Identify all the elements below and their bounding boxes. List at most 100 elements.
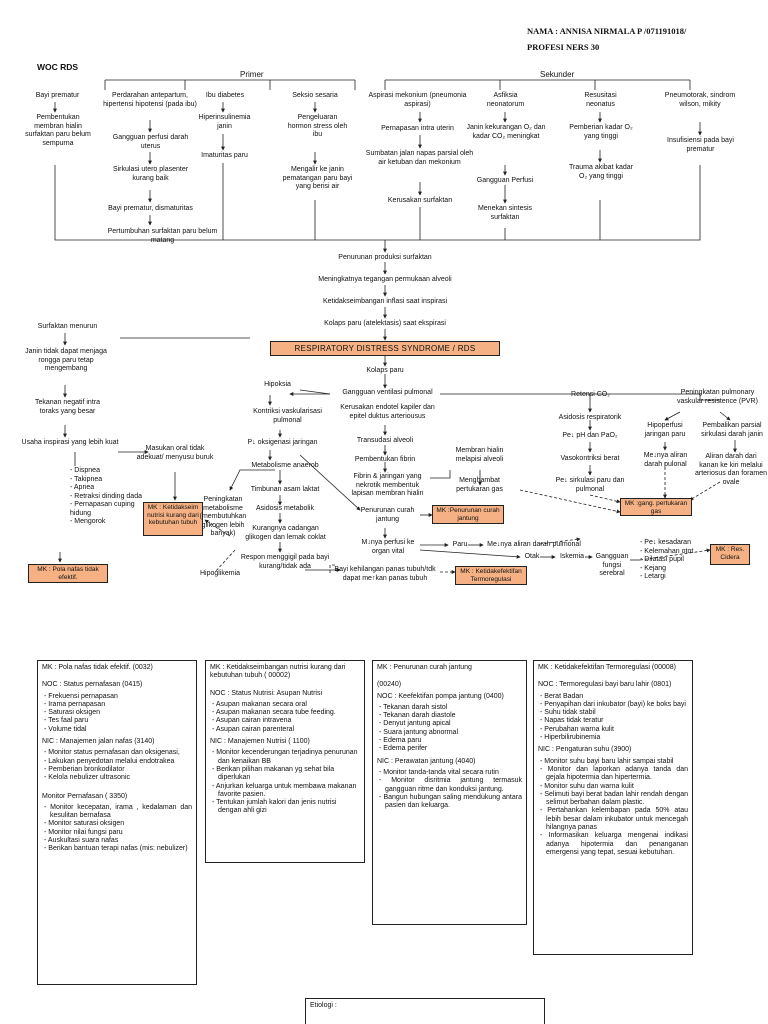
noc-item: Perubahan warna kulit [544, 726, 688, 734]
node-p-oksigenasi: P↓ oksigenasi jaringan [247, 439, 318, 446]
node-gangguan-perfusi-uterus: Gangguan perfusi darah uterus [112, 134, 189, 150]
symptom-item: - Retraksi dinding dada [70, 492, 142, 500]
noc-item: Irama pernapasan [48, 701, 192, 709]
node-aliran-pulmonal: Me↓nya aliran darah pulmonal [487, 541, 581, 548]
care-plan-pola-nafas: MK : Pola nafas tidak efektif. (0032) NO… [37, 660, 197, 985]
profession-line: PROFESI NERS 30 [527, 42, 600, 52]
nic-heading: NIC : Pengaturan suhu (3900) [538, 746, 632, 754]
nic-item: Anjurkan keluarga untuk membawa makanan … [216, 783, 360, 800]
node-retensi: Retensi CO₂ [571, 391, 610, 398]
node-ketidakseimbangan-inflasi: Ketidakseimbangan inflasi saat inspirasi [322, 298, 448, 305]
node-fibrin-jaringan: Fibrin & jaringan yang nekrotik membentu… [351, 473, 424, 497]
symptom-item: - Pernapasan cuping hidung [70, 501, 135, 517]
node-transudasi: Transudasi alveoli [356, 437, 414, 444]
nic-item: Selimuti bayi berat badan lahir rendah d… [544, 791, 688, 808]
nic-item: Informasikan keluarga mengenai indikasi … [546, 832, 688, 857]
node-hipoperfusi: Hipoperfusi jaringan paru [644, 422, 686, 438]
noc-item: Tes faal paru [48, 717, 192, 725]
nic-item: Monitor kecenderungan terjadinya penurun… [216, 749, 360, 766]
noc-item: Denyut jantung apical [383, 720, 522, 728]
node-penurunan-produksi: Penurunan produksi surfaktan [338, 254, 432, 261]
node-aspirasi: Aspirasi mekonium (pneumonia aspirasi) [368, 92, 467, 108]
mk-termoregulasi: MK : Ketidakefektifan Termoregulasi [455, 566, 527, 585]
node-imaturitas: Imaturitas paru [201, 152, 248, 159]
nic-heading: NIC : Manajemen jalan nafas (3140) [42, 738, 155, 746]
mk-curah-jantung: MK :Penurunan curah jantung [432, 505, 504, 524]
node-mengalir-janin: Mengalir ke janin pematangan paru bayi y… [282, 166, 353, 190]
primary-label: Primer [240, 70, 264, 79]
mk-pola-nafas: MK : Pola nafas tidak efektif. [28, 564, 108, 583]
student-name: NAMA : ANNISA NIRMALA P /071191018/ [527, 26, 687, 36]
node-pneumotorak: Pneumotorak, sindrom wilson, mikity [664, 92, 736, 108]
node-perfusi-organ: M↓nya perfusi ke organ vital [361, 539, 415, 555]
node-janin-tidak-dapat: Janin tidak dapat menjaga rongga paru te… [25, 348, 107, 372]
node-respon-menggigil: Respon menggigil pada bayi kurang/tidak … [240, 554, 330, 570]
nic-heading: NIC : Manajemen Nutrisi ( 1100) [210, 738, 310, 746]
node-kurangnya-cadangan: Kurangnya cadangan glikogen dan lemak co… [245, 525, 326, 541]
nic-item: Monitor status pernafasan dan oksigenasi… [48, 749, 192, 757]
nic-item: Bangun hubungan saling mendukung antara … [383, 794, 522, 811]
mk-res-cidera: MK : Res. Cidera [710, 544, 750, 565]
nic-item: Monitor suhu bayi baru lahir sampai stab… [544, 758, 688, 766]
symptom-list: - Dispnea - Takipnea - Apnea - Retraksi … [70, 467, 155, 527]
nic-item: Kelola nebulizer ultrasonic [48, 774, 192, 782]
care-plan-nutrisi: MK : Ketidakseimbangan nutrisi kurang da… [205, 660, 365, 863]
node-pembentukan-fibrin: Pembentukan fibrin [354, 456, 416, 463]
noc-item: Tekanan darah sistol [383, 704, 522, 712]
box-code: (00240) [377, 681, 402, 689]
nic-item: Monitor dan laporkan adanya tanda dan ge… [546, 766, 688, 783]
node-usaha-inspirasi: Usaha inspirasi yang lebih kuat [21, 439, 119, 446]
noc-heading: NOC : Termoregulasi bayi baru lahir (080… [538, 681, 672, 689]
node-metabolisme-anaerob: Metabolisme anaerob [251, 462, 319, 469]
node-membran-melapisi: Membran hialin melapisi alveoli [455, 447, 504, 463]
noc-item: Suhu tidak stabil [544, 709, 688, 717]
node-kolaps-paru: Kolaps paru [366, 367, 404, 374]
noc-item: Saturasi oksigen [48, 709, 192, 717]
care-plan-termoregulasi: MK : Ketidakefektifan Termoregulasi (000… [533, 660, 693, 955]
node-gangguan-ventilasi: Gangguan ventilasi pulmonal [342, 389, 433, 396]
noc-item: Asupan cairan parenteral [216, 726, 360, 734]
noc-item: Suara jantung abnormal [383, 729, 522, 737]
nic-item: Monitor disritmia jantung termasuk gangg… [385, 777, 522, 794]
symptom-item: - Apnea [70, 484, 95, 491]
symptom-item: - Takipnea [70, 475, 103, 483]
care-plan-curah-jantung: MK : Penurunan curah jantung (00240) NOC… [372, 660, 527, 925]
box-title: MK : Penurunan curah jantung [377, 664, 472, 671]
node-ibu-diabetes: Ibu diabetes [205, 92, 245, 99]
rds-banner: RESPIRATORY DISTRESS SYNDROME / RDS [270, 341, 500, 356]
neuro-symptom-item: - Pe↓ kesadaran [640, 539, 691, 546]
nic-heading-2: Monitor Pernafasan ( 3350) [42, 792, 128, 800]
nic-item: Monitor nilai fungsi paru [48, 829, 192, 837]
node-aliran-pulonal: Me↓nya aliran darah pulonal [643, 452, 688, 468]
node-aliran-kanan-kiri: Aliran darah dari kanan ke kiri melalui … [695, 453, 767, 486]
mk-pertukaran-gas: MK :gang. pertukaran gas [620, 498, 692, 516]
node-insufisiensi: Insufisiensi pada bayi prematur [667, 137, 734, 153]
node-hipoksia: Hipoksia [264, 381, 291, 388]
node-bayi-dismaturitas: Bayi prematur, dismaturitas [108, 205, 193, 212]
node-menghambat: Menghambat pertukaran gas [456, 477, 503, 493]
noc-heading: NOC : Status Nutrisi: Asupan Nutrisi [210, 689, 323, 697]
node-timbunan: Timbunan asam laktat [250, 486, 320, 493]
noc-item: Frekuensi pernapasan [48, 693, 192, 701]
neuro-symptom-item: - Dilatasi pupil [640, 556, 684, 563]
node-sirkulasi-paru: Pe↓ sirkulasi paru dan pulmonal [555, 477, 625, 493]
node-hiperinsulinemia: Hiperinsulinemia janin [198, 114, 251, 130]
noc-item: Asupan makanan secara oral [216, 701, 360, 709]
nic-heading: NIC : Perawatan jantung (4040) [377, 757, 476, 765]
node-paru: Paru [452, 541, 468, 548]
neuro-symptom-item: - Letargi [640, 573, 666, 580]
box-title: MK : Ketidakefektifan Termoregulasi (000… [538, 664, 676, 671]
node-pvr: Peningkatan pulmonary vaskular resistenc… [677, 389, 758, 405]
noc-heading: NOC : Status pernafasan (0415) [42, 681, 143, 689]
neuro-symptom-item: - Kelemahan otot [640, 547, 694, 555]
noc-item: Napas tidak teratur [544, 717, 688, 725]
symptom-item: - Dispnea [70, 467, 100, 474]
node-surfaktan-menurun: Surfaktan menurun [37, 323, 98, 330]
node-gangguan-serebral: Gangguan fungsi serebral [595, 553, 629, 577]
node-pemberian-o2: Pemberian kadar O₂ yang tinggi [569, 124, 633, 140]
nic-item: Monitor tanda-tanda vital secara rutin [383, 769, 522, 777]
node-trauma-o2: Trauma akibat kadar O₂ yang tinggi [569, 164, 633, 180]
node-seksio: Seksio sesaria [292, 92, 338, 99]
diagram-title: WOC RDS [37, 62, 79, 72]
